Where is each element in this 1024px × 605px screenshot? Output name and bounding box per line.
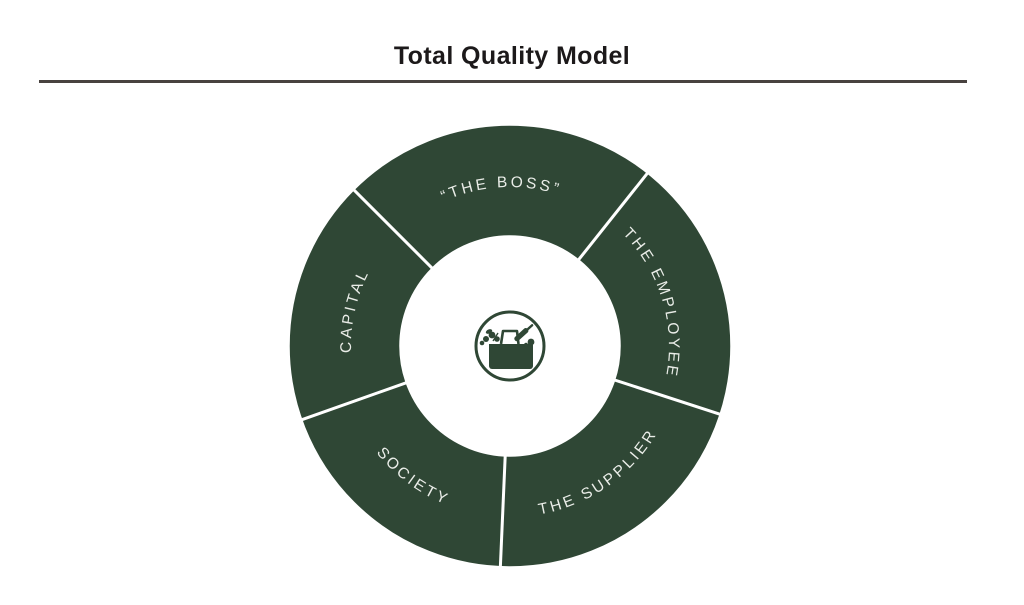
segment-divider (351, 187, 435, 271)
basket-body (489, 344, 533, 369)
segment-divider (498, 453, 507, 569)
basket-bottle (514, 324, 534, 342)
basket-fruit (523, 338, 535, 348)
grocery-basket-icon (474, 310, 546, 382)
donut-ring-group (289, 125, 731, 569)
chart-title: Total Quality Model (393, 42, 631, 70)
icon-circle-outline (474, 310, 546, 382)
basket-greens (479, 329, 500, 346)
title-divider (39, 80, 967, 83)
segment-divider (576, 170, 650, 263)
segment-divider (299, 380, 409, 422)
donut-ring (289, 125, 731, 567)
segment-divider (612, 377, 723, 417)
